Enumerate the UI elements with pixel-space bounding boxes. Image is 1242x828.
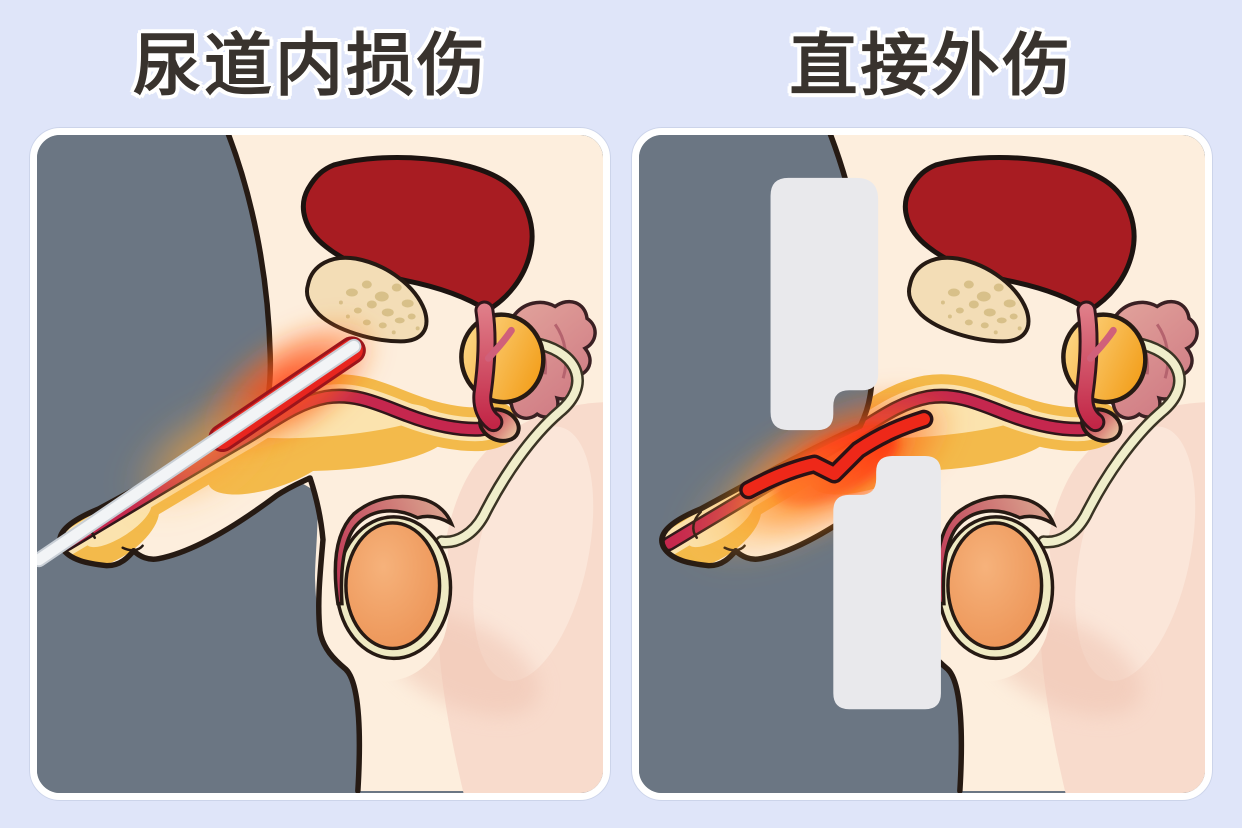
right-title-cell: 直接外伤 xyxy=(621,0,1242,128)
panel-direct-external-trauma xyxy=(632,128,1212,800)
illustration-panels xyxy=(30,128,1212,800)
right-panel-title: 直接外伤 xyxy=(789,27,1074,106)
catheter xyxy=(37,338,362,568)
internal-injury-illustration xyxy=(37,135,603,793)
external-trauma-illustration xyxy=(639,135,1205,793)
impact-object-bottom xyxy=(833,456,941,710)
titles-row: 尿道内损伤 直接外伤 xyxy=(0,0,1242,128)
ruptured-urethra xyxy=(739,409,934,500)
left-title-cell: 尿道内损伤 xyxy=(0,0,621,128)
external-trauma-overlay xyxy=(680,177,962,710)
panel-internal-urethral-injury xyxy=(30,128,610,800)
impact-object-top xyxy=(770,177,879,431)
internal-injury-overlay xyxy=(37,313,383,568)
left-panel-title: 尿道内损伤 xyxy=(132,27,488,106)
